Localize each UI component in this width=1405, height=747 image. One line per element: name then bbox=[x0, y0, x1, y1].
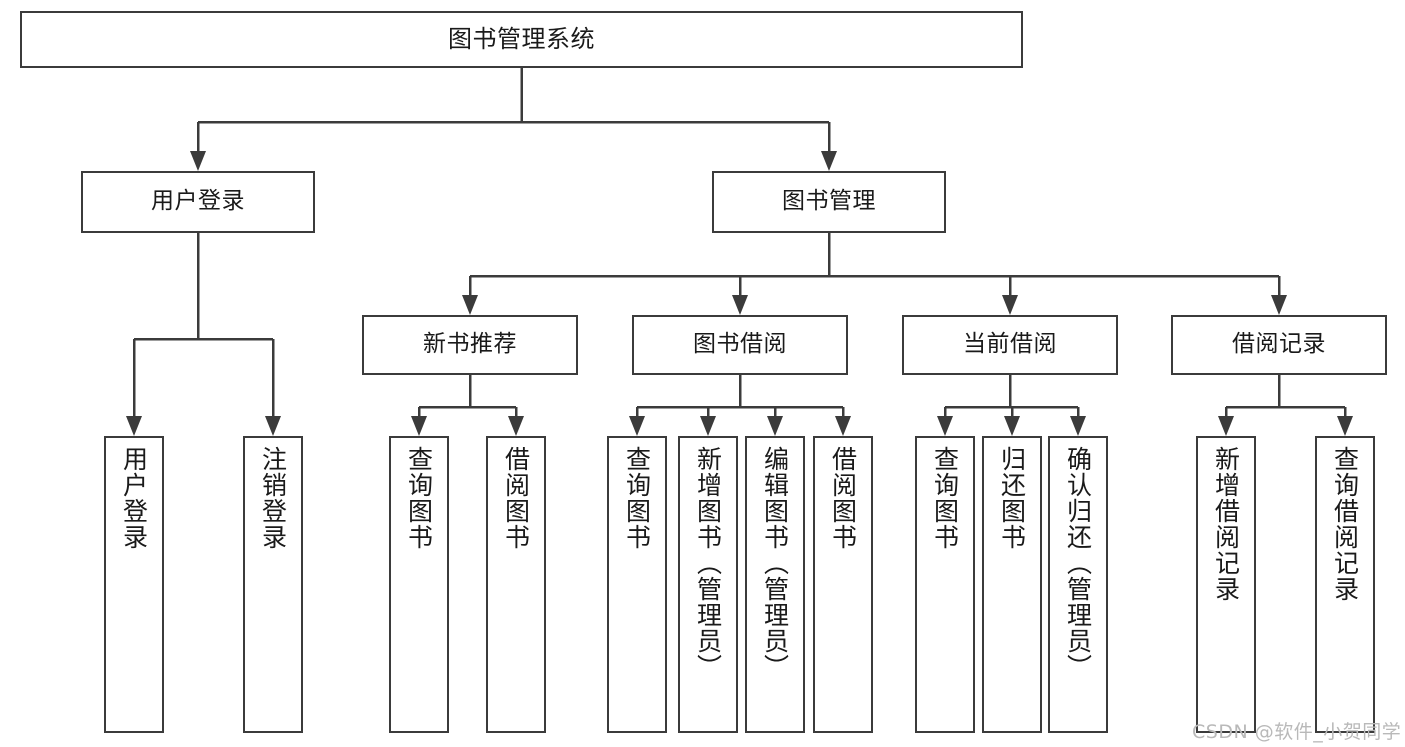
node-borrow[interactable]: 图书借阅 bbox=[632, 315, 848, 375]
node-leaf-user-login[interactable]: 用户登录 bbox=[104, 436, 164, 733]
node-label: 借阅图书 bbox=[501, 446, 531, 550]
node-login[interactable]: 用户登录 bbox=[81, 171, 315, 233]
node-root[interactable]: 图书管理系统 bbox=[20, 11, 1023, 68]
node-leaf-re-add[interactable]: 新增借阅记录 bbox=[1196, 436, 1256, 733]
node-label: 归还图书 bbox=[997, 446, 1027, 550]
node-leaf-nb-borrow[interactable]: 借阅图书 bbox=[486, 436, 546, 733]
node-bookmgmt[interactable]: 图书管理 bbox=[712, 171, 946, 233]
node-newbook[interactable]: 新书推荐 bbox=[362, 315, 578, 375]
node-leaf-cu-query[interactable]: 查询图书 bbox=[915, 436, 975, 733]
node-leaf-nb-query[interactable]: 查询图书 bbox=[389, 436, 449, 733]
node-label: 借阅记录 bbox=[1232, 331, 1326, 358]
node-leaf-cu-return[interactable]: 归还图书 bbox=[982, 436, 1042, 733]
node-leaf-user-logout[interactable]: 注销登录 bbox=[243, 436, 303, 733]
node-current[interactable]: 当前借阅 bbox=[902, 315, 1118, 375]
node-label: 图书管理系统 bbox=[448, 25, 595, 54]
node-label: 新增借阅记录 bbox=[1211, 446, 1241, 602]
node-label: 查询图书 bbox=[404, 446, 434, 550]
node-label: 查询图书 bbox=[622, 446, 652, 550]
node-label: 图书借阅 bbox=[693, 331, 787, 358]
node-leaf-bo-query[interactable]: 查询图书 bbox=[607, 436, 667, 733]
node-label: 用户登录 bbox=[119, 446, 149, 550]
node-leaf-bo-add[interactable]: 新增图书（管理员） bbox=[678, 436, 738, 733]
node-label: 新书推荐 bbox=[423, 331, 517, 358]
node-label: 借阅图书 bbox=[828, 446, 858, 550]
node-records[interactable]: 借阅记录 bbox=[1171, 315, 1387, 375]
node-leaf-bo-borrow[interactable]: 借阅图书 bbox=[813, 436, 873, 733]
node-leaf-re-query[interactable]: 查询借阅记录 bbox=[1315, 436, 1375, 733]
node-label: 图书管理 bbox=[782, 188, 876, 215]
watermark: CSDN @软件_小贺同学 bbox=[1192, 721, 1402, 743]
node-leaf-cu-confirm[interactable]: 确认归还（管理员） bbox=[1048, 436, 1108, 733]
node-label: 确认归还（管理员） bbox=[1063, 446, 1093, 680]
node-label: 新增图书（管理员） bbox=[693, 446, 723, 680]
node-label: 当前借阅 bbox=[963, 331, 1057, 358]
node-label: 用户登录 bbox=[151, 188, 245, 215]
node-leaf-bo-edit[interactable]: 编辑图书（管理员） bbox=[745, 436, 805, 733]
node-label: 查询借阅记录 bbox=[1330, 446, 1360, 602]
node-label: 注销登录 bbox=[258, 446, 288, 550]
node-label: 查询图书 bbox=[930, 446, 960, 550]
node-label: 编辑图书（管理员） bbox=[760, 446, 790, 680]
